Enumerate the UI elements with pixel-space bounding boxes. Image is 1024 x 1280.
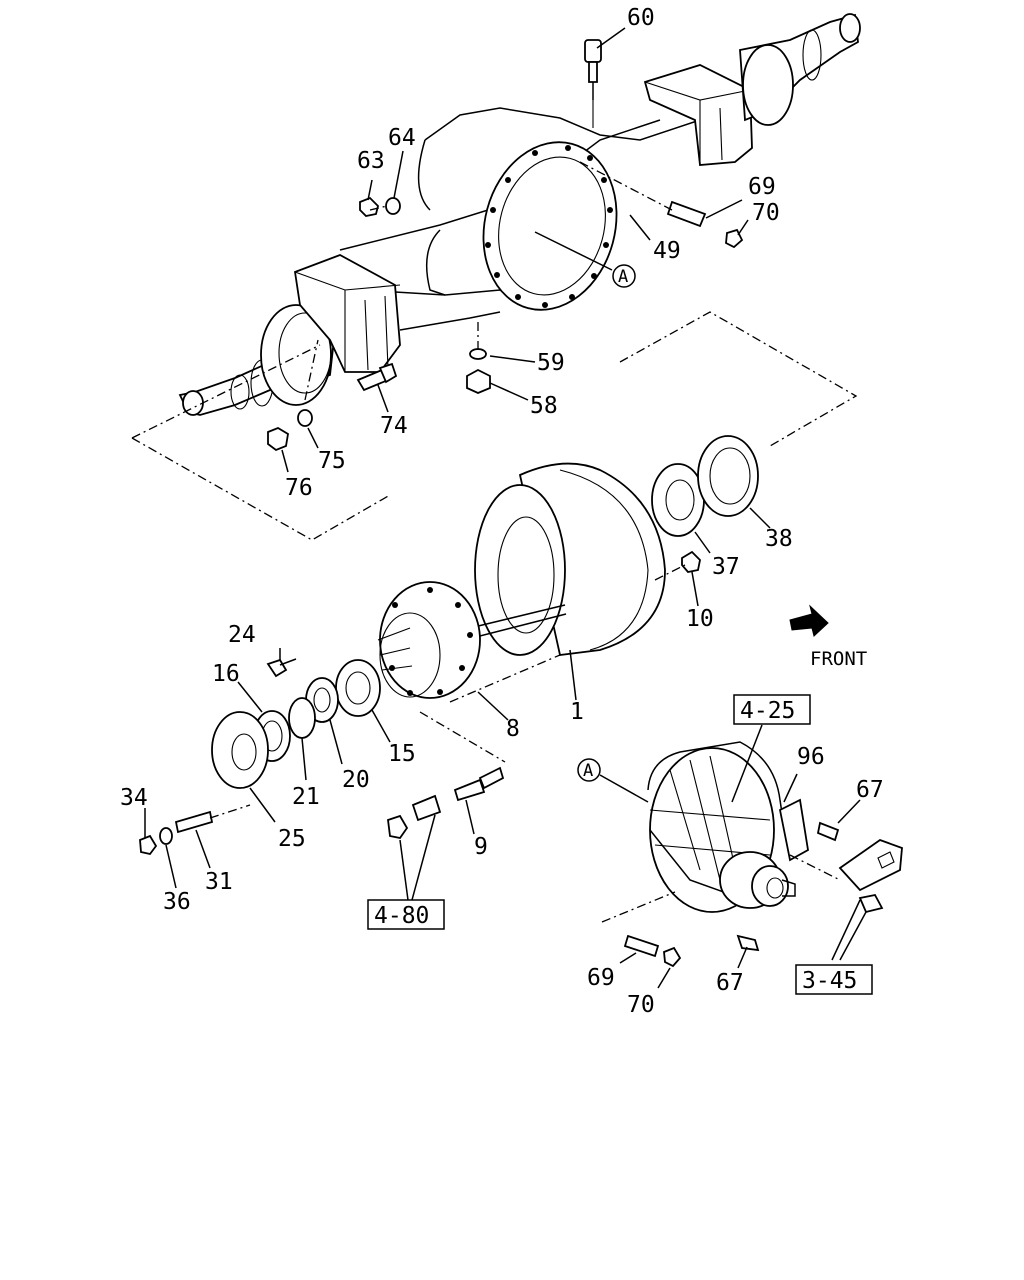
callout-24: 24	[228, 622, 256, 648]
callout-63: 63	[357, 148, 385, 174]
callout-59: 59	[537, 350, 565, 376]
callout-15: 15	[388, 741, 416, 767]
marker-a-axle-label: A	[618, 267, 628, 287]
construction-lines	[131, 161, 858, 923]
callout-60: 60	[627, 5, 655, 31]
callout-21: 21	[292, 784, 320, 810]
ref-box-4-80	[367, 899, 445, 930]
circle-markers: A A	[577, 264, 636, 782]
ref-label-3-45: 3-45	[802, 968, 857, 994]
callout-38: 38	[765, 526, 793, 552]
callout-36: 36	[163, 889, 191, 915]
callout-67: 67	[856, 777, 884, 803]
callout-70: 70	[627, 992, 655, 1018]
front-arrow-icon	[789, 604, 829, 637]
hub-bolt-holes	[389, 587, 473, 696]
callout-74: 74	[380, 413, 408, 439]
ref-box-4-25	[733, 694, 811, 725]
callout-34: 34	[120, 785, 148, 811]
callout-10: 10	[686, 606, 714, 632]
ref-label-4-25: 4-25	[740, 698, 795, 724]
callout-49: 49	[653, 238, 681, 264]
front-direction-label: FRONT	[810, 648, 867, 670]
callout-1: 1	[570, 699, 584, 725]
axle-housing	[178, 13, 861, 416]
callout-69: 69	[748, 174, 776, 200]
callout-25: 25	[278, 826, 306, 852]
marker-a-diff-label: A	[583, 761, 593, 781]
callout-76: 76	[285, 475, 313, 501]
callout-64: 64	[388, 125, 416, 151]
callout-37: 37	[712, 554, 740, 580]
flange-bolt-holes	[485, 145, 613, 308]
brake-drum-assembly	[139, 435, 759, 856]
callout-9: 9	[474, 834, 488, 860]
callout-20: 20	[342, 767, 370, 793]
callout-16: 16	[212, 661, 240, 687]
callout-75: 75	[318, 448, 346, 474]
callout-31: 31	[205, 869, 233, 895]
callout-70: 70	[752, 200, 780, 226]
callout-58: 58	[530, 393, 558, 419]
part-callouts: 60 64 63 69 70 49 59 58 74 75 76 38 37 1…	[120, 5, 884, 1018]
leader-lines	[144, 27, 867, 989]
callout-67: 67	[716, 970, 744, 996]
marker-a-axle	[612, 264, 636, 288]
reference-boxes: 4-25 4-80 3-45	[367, 694, 873, 995]
housing-fasteners	[267, 196, 744, 452]
callout-8: 8	[506, 716, 520, 742]
differential-carrier	[623, 741, 903, 968]
ref-box-3-45	[795, 964, 873, 995]
callout-96: 96	[797, 744, 825, 770]
ref-label-4-80: 4-80	[374, 903, 429, 929]
callout-69: 69	[587, 965, 615, 991]
marker-a-diff	[577, 758, 601, 782]
